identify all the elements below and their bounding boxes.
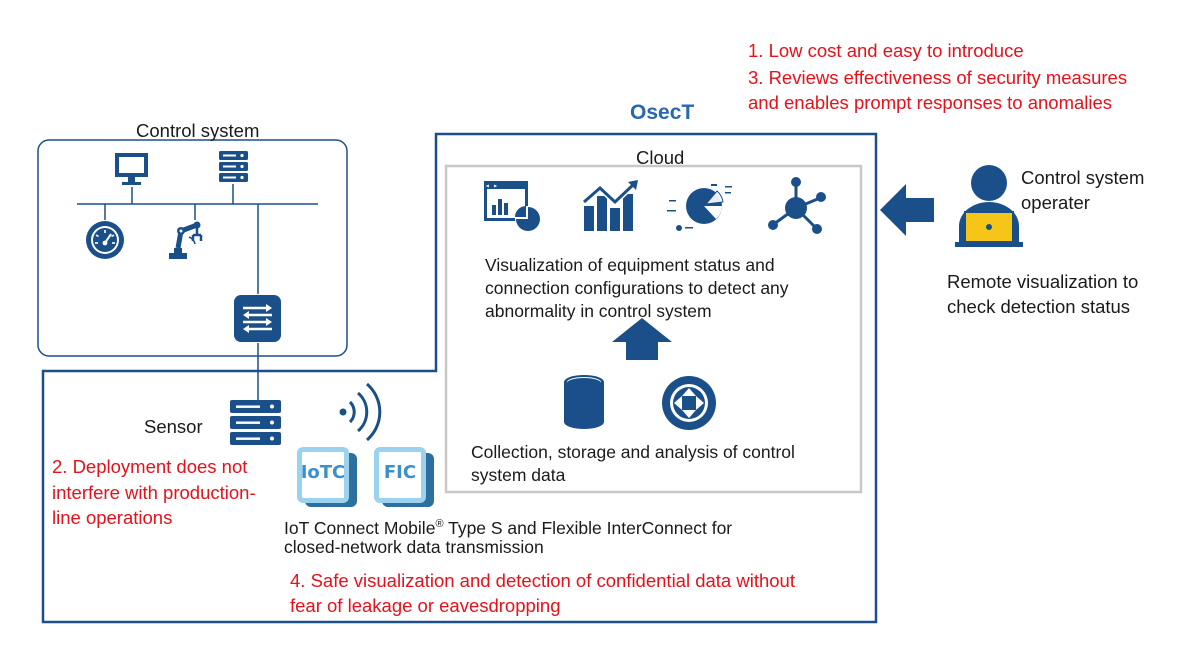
benefit-4-line1: 4. Safe visualization and detection of c… bbox=[290, 570, 795, 591]
benefit-2-line3: line operations bbox=[52, 507, 173, 528]
collection-text-line1: Collection, storage and analysis of cont… bbox=[471, 442, 795, 462]
network-description-rest: Type S and Flexible InterConnect for bbox=[443, 517, 733, 538]
iotc-logo: IoTC bbox=[297, 447, 359, 507]
fic-label: FIC bbox=[383, 462, 417, 483]
benefit-2-line2: interfere with production- bbox=[52, 482, 256, 503]
operator-label-line2: operater bbox=[1021, 192, 1090, 213]
remote-visualization-line2: check detection status bbox=[947, 296, 1131, 317]
visualization-text-line2: connection configurations to detect any bbox=[485, 278, 789, 298]
iot-connect-mobile-text: IoT Connect Mobile bbox=[284, 517, 436, 538]
wireless-signal-icon bbox=[339, 382, 382, 442]
up-arrow-icon bbox=[612, 318, 672, 360]
cloud-box bbox=[444, 164, 863, 494]
network-nodes-icon bbox=[768, 177, 826, 234]
analysis-cycle-icon bbox=[662, 376, 716, 430]
collection-text-line2: system data bbox=[471, 465, 566, 485]
network-description-line1: IoT Connect Mobile® Type S and Flexible … bbox=[284, 513, 732, 539]
robot-arm-icon bbox=[169, 221, 203, 259]
osect-label: OsecT bbox=[630, 101, 695, 124]
monitor-icon bbox=[115, 153, 148, 185]
cloud-title: Cloud bbox=[636, 147, 685, 168]
server-icon bbox=[219, 151, 248, 182]
remote-visualization-line1: Remote visualization to bbox=[947, 271, 1139, 292]
network-switch-icon bbox=[234, 295, 281, 342]
gauge-icon bbox=[86, 221, 124, 259]
benefit-3-text-cont: and enables prompt responses to anomalie… bbox=[748, 92, 1113, 113]
left-arrow-icon bbox=[880, 184, 934, 236]
pie-chart-icon bbox=[667, 184, 732, 231]
registered-mark: ® bbox=[435, 518, 444, 530]
benefit-4-line2: fear of leakage or eavesdropping bbox=[290, 595, 561, 616]
visualization-text-line3: abnormality in control system bbox=[485, 301, 712, 321]
benefit-1-text: 1. Low cost and easy to introduce bbox=[748, 40, 1024, 61]
visualization-text-line1: Visualization of equipment status and bbox=[485, 255, 775, 275]
osect-boundary bbox=[41, 132, 878, 624]
fic-logo: FIC bbox=[374, 447, 436, 507]
operator-label-line1: Control system bbox=[1021, 167, 1145, 188]
sensor-label: Sensor bbox=[144, 416, 203, 437]
control-system-title: Control system bbox=[136, 120, 260, 141]
network-description-line2: closed-network data transmission bbox=[284, 537, 544, 557]
operator-laptop-icon bbox=[955, 165, 1023, 247]
dashboard-chart-icon bbox=[484, 181, 541, 232]
trend-chart-icon bbox=[582, 180, 638, 231]
benefit-3-text: 3. Reviews effectiveness of security mea… bbox=[748, 67, 1128, 88]
benefit-2-line1: 2. Deployment does not bbox=[52, 456, 248, 477]
iotc-label: IoTC bbox=[300, 462, 346, 483]
database-icon bbox=[564, 375, 604, 429]
sensor-server-icon bbox=[230, 400, 281, 445]
